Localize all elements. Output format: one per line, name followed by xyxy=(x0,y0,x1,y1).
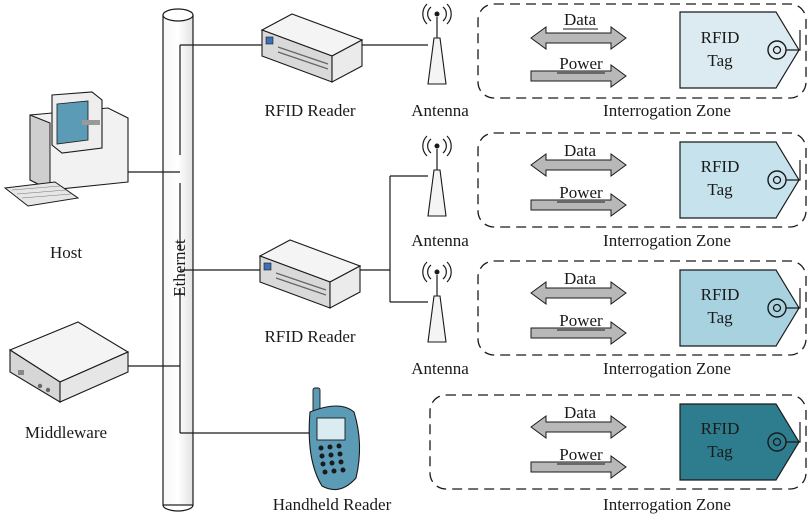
power-label: Power xyxy=(559,445,603,464)
interrogation-zone-label: Interrogation Zone xyxy=(603,359,731,378)
interrogation-zone: Data Power RFID Tag xyxy=(429,394,807,490)
antenna-icon xyxy=(422,3,452,85)
data-label: Data xyxy=(564,269,597,288)
interrogation-zone: Data Power RFID Tag xyxy=(477,132,807,228)
rfid-tag-icon xyxy=(679,269,800,347)
rfid-reader-icon xyxy=(258,239,362,309)
middleware-server-icon xyxy=(8,321,130,403)
tag-label-line2: Tag xyxy=(707,442,733,461)
rfid-reader-icon xyxy=(260,13,364,83)
handheld-reader-icon xyxy=(308,387,361,491)
data-arrow xyxy=(530,281,627,305)
tag-label-line1: RFID xyxy=(701,157,740,176)
power-arrow xyxy=(530,193,627,217)
handheld-reader-label: Handheld Reader xyxy=(273,495,392,514)
power-label: Power xyxy=(559,183,603,202)
rfid-tag-icon xyxy=(679,11,800,89)
ethernet-label: Ethernet xyxy=(170,239,189,297)
interrogation-zone-label: Interrogation Zone xyxy=(603,101,731,120)
tag-label-line2: Tag xyxy=(707,308,733,327)
ethernet-backbone: Ethernet xyxy=(162,8,194,512)
data-label: Data xyxy=(564,10,597,29)
middleware-label: Middleware xyxy=(25,423,107,442)
antenna-label: Antenna xyxy=(411,101,469,120)
interrogation-zone: Data Power RFID Tag xyxy=(477,3,807,99)
power-label: Power xyxy=(559,311,603,330)
antenna-label: Antenna xyxy=(411,359,469,378)
interrogation-zone-label: Interrogation Zone xyxy=(603,231,731,250)
antenna-icon xyxy=(422,261,452,343)
interrogation-zone: Data Power RFID Tag xyxy=(477,260,807,356)
power-arrow xyxy=(530,321,627,345)
connection-wires xyxy=(120,44,428,434)
tag-label-line1: RFID xyxy=(701,285,740,304)
tag-label-line1: RFID xyxy=(701,419,740,438)
data-arrow xyxy=(530,415,627,439)
data-label: Data xyxy=(564,403,597,422)
data-arrow xyxy=(530,26,627,50)
interrogation-zone-label: Interrogation Zone xyxy=(603,495,731,514)
tag-label-line2: Tag xyxy=(707,51,733,70)
antenna-label: Antenna xyxy=(411,231,469,250)
power-label: Power xyxy=(559,54,603,73)
tag-label-line1: RFID xyxy=(701,28,740,47)
data-label: Data xyxy=(564,141,597,160)
rfid-reader-label: RFID Reader xyxy=(264,327,355,346)
host-computer-icon xyxy=(3,91,129,207)
host-label: Host xyxy=(50,243,82,262)
rfid-tag-icon xyxy=(679,403,800,481)
power-arrow xyxy=(530,455,627,479)
rfid-tag-icon xyxy=(679,141,800,219)
antenna-icon xyxy=(422,135,452,217)
power-arrow xyxy=(530,64,627,88)
rfid-reader-label: RFID Reader xyxy=(264,101,355,120)
data-arrow xyxy=(530,153,627,177)
tag-label-line2: Tag xyxy=(707,180,733,199)
